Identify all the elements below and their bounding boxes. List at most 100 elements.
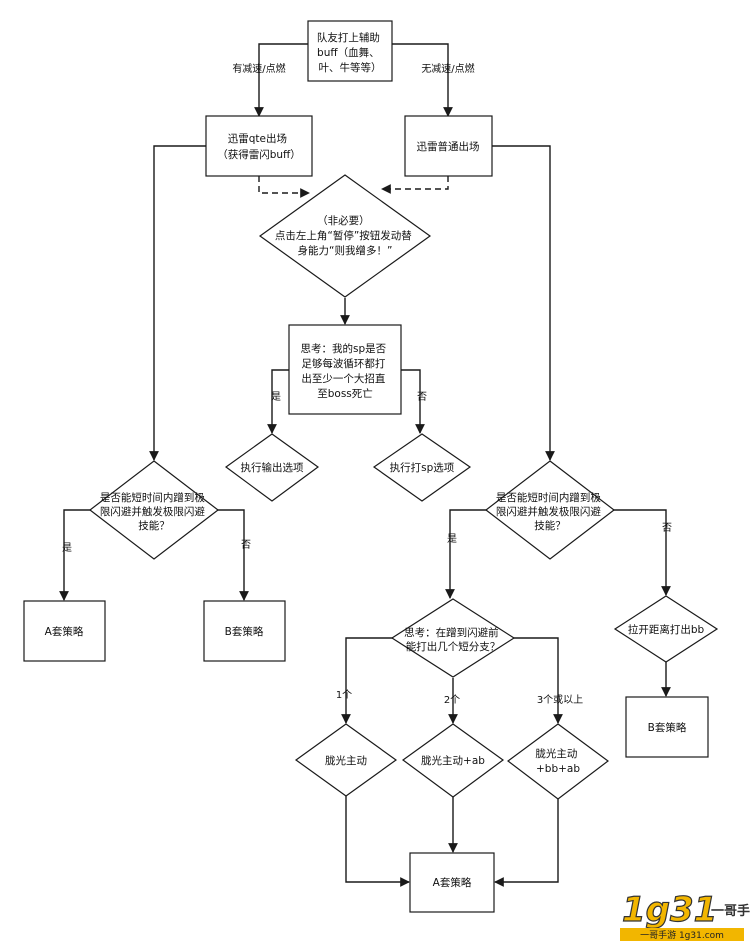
node-strategy-a-left-line-1: A套策略 [45, 625, 84, 638]
node-strategy-b-left: B套策略 [203, 600, 286, 662]
edge-b1-to-a-bottom [345, 795, 410, 887]
node-pause-decision: （非必要） 点击左上角“暂停”按钮发动替 身能力“则我缯多！” [258, 174, 432, 298]
node-strategy-b-left-line-1: B套策略 [225, 625, 264, 638]
node-think-branch-line-1: 思考：在蹭到闪避前 [404, 626, 499, 639]
node-normal-entry: 迅雷普通出场 [404, 115, 493, 177]
node-strategy-a-bottom: A套策略 [409, 852, 495, 913]
node-kite-line-1: 拉开距离打出bb [628, 623, 705, 636]
edge-dodge-left-to-b [198, 509, 249, 601]
node-kite-decision: 拉开距离打出bb [613, 595, 719, 663]
svg-text:B套策略: B套策略 [225, 625, 264, 638]
svg-text:思考：我的sp是否 足够每波循环都打: 思考：我的sp是否 足够每波循环都打 出至少一个大招直 至boss死亡 [301, 342, 390, 400]
node-think-sp-line-4: 至boss死亡 [317, 387, 373, 400]
edge-label-yes-left: 是 [62, 542, 72, 554]
edge-start-to-qte [254, 43, 308, 117]
edge-label-two: 2个 [444, 694, 460, 706]
edge-normal-to-dodge-right [492, 145, 555, 461]
edge-label-no-right: 否 [662, 522, 672, 534]
node-think-branch-line-2: 能打出几个短分支？ [406, 640, 501, 653]
svg-text:执行打sp选项: 执行打sp选项 [390, 461, 455, 474]
edge-label-no-sp: 否 [417, 391, 427, 403]
node-strategy-b-right: B套策略 [625, 696, 709, 758]
edge-start-to-normal [392, 43, 453, 117]
node-branch-1: 胧光主动 [294, 723, 398, 797]
node-think-sp-line-3: 出至少一个大招直 [301, 372, 385, 385]
edge-label-no-left: 否 [241, 539, 251, 551]
svg-text:胧光主动 +bb+ab: 胧光主动 +bb+ab [535, 747, 580, 775]
node-dodge-left-line-1: 是否能短时间内蹭到极 [100, 491, 205, 504]
svg-text:胧光主动: 胧光主动 [325, 754, 367, 767]
edge-label-has-slow: 有减速/点燃 [232, 62, 285, 75]
node-start-line-2: buff（血舞、 [317, 46, 380, 59]
node-branch-3-line-1: 胧光主动 [535, 747, 577, 760]
watermark-url-bar [620, 928, 744, 941]
edge-dodge-left-to-a [59, 509, 110, 601]
node-qte-line-1: 迅雷qte出场 [228, 132, 287, 145]
node-strategy-b-right-line-1: B套策略 [648, 721, 687, 734]
svg-text:是否能短时间内蹭到极 限闪避并触发极限闪避: 是否能短时间内蹭到极 限闪避并触发极限闪避 技能？ [496, 491, 604, 532]
watermark-url: 一哥手游 1g31.com [640, 929, 724, 941]
edge-label-one: 1个 [336, 689, 352, 701]
svg-text:A套策略: A套策略 [45, 625, 84, 638]
edge-think-branch-to-b1 [341, 637, 393, 724]
svg-text:思考：在蹭到闪避前 能打出几个短分支？: 思考：在蹭到闪避前 能打出几个短分支？ [404, 626, 502, 653]
node-dodge-right-line-3: 技能？ [534, 519, 566, 532]
node-strategy-a-left: A套策略 [23, 600, 106, 662]
node-dodge-decision-right: 是否能短时间内蹭到极 限闪避并触发极限闪避 技能？ [485, 460, 615, 560]
svg-text:是否能短时间内蹭到极 限闪避并触发极限闪避: 是否能短时间内蹭到极 限闪避并触发极限闪避 技能？ [100, 491, 208, 532]
node-dodge-left-line-2: 限闪避并触发极限闪避 [100, 505, 205, 518]
node-pause-line-2: 点击左上角“暂停”按钮发动替 [275, 229, 412, 242]
svg-text:队友打上辅助 buff（血舞、: 队友打上辅助 buff（血舞、 叶、牛等等） [317, 31, 383, 74]
node-branch-2: 胧光主动+ab [401, 723, 505, 798]
edges [59, 43, 671, 887]
svg-text:迅雷qte出场 （获得雷闪buff）: 迅雷qte出场 （获得雷闪buff） [217, 132, 301, 161]
watermark-brand: 一哥手游 [711, 903, 750, 919]
node-qte-entry: 迅雷qte出场 （获得雷闪buff） [205, 115, 313, 177]
svg-text:A套策略: A套策略 [433, 876, 472, 889]
svg-text:胧光主动+ab: 胧光主动+ab [421, 754, 485, 767]
edge-labels: 有减速/点燃 无减速/点燃 是 否 是 否 是 否 1个 2个 3个或以上 [62, 62, 672, 706]
svg-text:B套策略: B套策略 [648, 721, 687, 734]
edge-label-three-plus: 3个或以上 [537, 694, 583, 706]
edge-think-sp-to-output [267, 369, 289, 434]
svg-text:拉开距离打出bb: 拉开距离打出bb [628, 623, 705, 636]
node-pause-line-3: 身能力“则我缯多！” [298, 244, 393, 257]
node-branch-3: 胧光主动 +bb+ab [506, 723, 610, 800]
edge-label-yes-sp: 是 [271, 391, 281, 403]
node-exec-sp-line-1: 执行打sp选项 [390, 461, 455, 474]
node-qte-line-2: （获得雷闪buff） [217, 148, 301, 161]
edge-think-sp-to-sp [401, 369, 425, 434]
node-branch-1-line-1: 胧光主动 [325, 754, 367, 767]
node-exec-output: 执行输出选项 [224, 433, 320, 502]
node-pause-line-1: （非必要） [317, 214, 370, 227]
node-think-sp: 思考：我的sp是否 足够每波循环都打 出至少一个大招直 至boss死亡 [288, 324, 402, 415]
node-dodge-right-line-1: 是否能短时间内蹭到极 [496, 491, 601, 504]
watermark: 1g31 一哥手游 一哥手游 1g31.com [620, 889, 750, 941]
nodes: 队友打上辅助 buff（血舞、 叶、牛等等） 迅雷qte出场 （获得雷闪buff… [23, 20, 719, 913]
svg-text:执行输出选项: 执行输出选项 [241, 461, 304, 474]
node-think-branch-decision: 思考：在蹭到闪避前 能打出几个短分支？ [390, 598, 516, 678]
edge-label-no-slow: 无减速/点燃 [421, 62, 474, 75]
edge-qte-to-pause [258, 176, 310, 198]
node-branch-2-line-1: 胧光主动+ab [421, 754, 485, 767]
svg-text:（非必要） 点击左上角“暂停”按钮发动替: （非必要） 点击左上角“暂停”按钮发动替 身能力“则我缯多！” [275, 214, 415, 257]
node-exec-sp: 执行打sp选项 [372, 433, 472, 502]
node-normal-line-1: 迅雷普通出场 [417, 140, 480, 153]
node-think-sp-line-2: 足够每波循环都打 [301, 357, 385, 370]
node-dodge-left-line-3: 技能？ [138, 519, 170, 532]
node-dodge-right-line-2: 限闪避并触发极限闪避 [496, 505, 601, 518]
node-dodge-decision-left: 是否能短时间内蹭到极 限闪避并触发极限闪避 技能？ [89, 460, 219, 560]
node-start: 队友打上辅助 buff（血舞、 叶、牛等等） [307, 20, 393, 82]
node-strategy-a-bottom-line-1: A套策略 [433, 876, 472, 889]
node-branch-3-line-2: +bb+ab [536, 763, 580, 775]
node-think-sp-line-1: 思考：我的sp是否 [301, 342, 387, 355]
node-exec-output-line-1: 执行输出选项 [241, 461, 304, 474]
edge-think-branch-to-b3 [514, 637, 563, 724]
edge-qte-to-dodge-left [149, 145, 206, 461]
edge-dodge-right-to-think-branch [445, 509, 488, 599]
node-start-line-3: 叶、牛等等） [319, 61, 382, 74]
svg-text:迅雷普通出场: 迅雷普通出场 [417, 140, 480, 153]
edge-dodge-right-to-kite [612, 509, 671, 596]
watermark-logo: 1g31 [622, 890, 717, 930]
